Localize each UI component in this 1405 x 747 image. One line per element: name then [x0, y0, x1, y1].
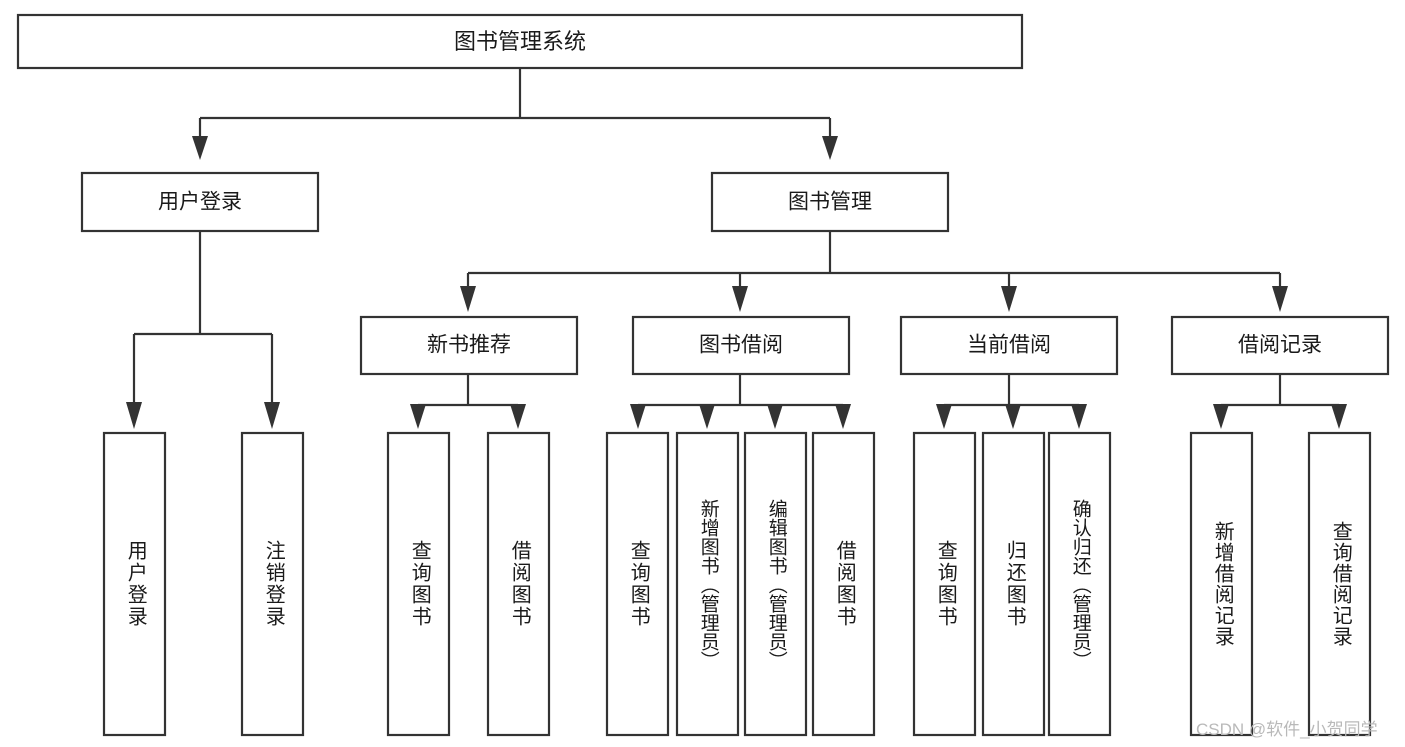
node-new-book-recommend-box[interactable] — [359, 315, 579, 376]
arrow-book-borrow-leaf-3 — [767, 404, 783, 429]
node-new-book-recommend[interactable]: 新书推荐 — [359, 315, 579, 376]
node-borrow-record-label: 借阅记录 — [1238, 334, 1322, 357]
arrow-to-borrow-record — [1272, 286, 1288, 312]
node-root-label: 图书管理系统 — [454, 29, 586, 54]
arrow-to-user-login — [192, 136, 208, 160]
leaf-box-book-borrow-3[interactable] — [743, 431, 808, 737]
node-current-borrow[interactable]: 当前借阅 — [899, 315, 1119, 376]
node-book-borrow-label: 图书借阅 — [699, 334, 783, 357]
node-book-borrow-box[interactable] — [631, 315, 851, 376]
connector-group-book-borrow — [630, 374, 851, 429]
node-current-borrow-label: 当前借阅 — [967, 334, 1051, 357]
leaf-box-borrow-record-2[interactable] — [1307, 431, 1372, 737]
node-book-management[interactable]: 图书管理 — [710, 171, 950, 233]
connector-group-root — [192, 68, 838, 160]
leaf-box-book-borrow-4[interactable] — [811, 431, 876, 737]
csdn-watermark: CSDN @软件_小贺同学 — [1196, 720, 1378, 739]
node-new-book-recommend-label: 新书推荐 — [427, 334, 511, 357]
arrow-new-book-leaf-2 — [510, 404, 526, 429]
leaf-box-current-borrow-2[interactable] — [981, 431, 1046, 737]
arrow-book-borrow-leaf-4 — [835, 404, 851, 429]
arrow-borrow-record-leaf-1 — [1213, 404, 1229, 429]
arrow-new-book-leaf-1 — [410, 404, 426, 429]
arrow-user-login-leaf-1 — [126, 402, 142, 429]
arrow-current-borrow-leaf-2 — [1005, 404, 1021, 429]
leaf-box-book-borrow-2[interactable] — [675, 431, 740, 737]
leaf-box-current-borrow-3[interactable] — [1047, 431, 1112, 737]
arrow-book-borrow-leaf-2 — [699, 404, 715, 429]
leaf-box-current-borrow-1[interactable] — [912, 431, 977, 737]
arrow-to-current-borrow — [1001, 286, 1017, 312]
node-user-login-label: 用户登录 — [158, 191, 242, 214]
leaf-box-new-book-2[interactable] — [486, 431, 551, 737]
arrow-user-login-leaf-2 — [264, 402, 280, 429]
arrow-current-borrow-leaf-3 — [1071, 404, 1087, 429]
node-root[interactable]: 图书管理系统 — [16, 13, 1024, 70]
node-user-login[interactable]: 用户登录 — [80, 171, 320, 233]
node-book-management-box[interactable] — [710, 171, 950, 233]
leaf-box-user-login-1[interactable] — [102, 431, 167, 737]
arrow-book-borrow-leaf-1 — [630, 404, 646, 429]
leaf-box-user-login-2[interactable] — [240, 431, 305, 737]
connector-group-new-book — [410, 374, 526, 429]
node-book-management-label: 图书管理 — [788, 191, 872, 214]
connector-group-book-mgmt — [460, 231, 1288, 312]
node-current-borrow-box[interactable] — [899, 315, 1119, 376]
leaf-box-book-borrow-1[interactable] — [605, 431, 670, 737]
arrow-to-new-book — [460, 286, 476, 312]
arrow-to-book-mgmt — [822, 136, 838, 160]
arrow-current-borrow-leaf-1 — [936, 404, 952, 429]
connector-group-user-login — [126, 231, 280, 429]
node-book-borrow[interactable]: 图书借阅 — [631, 315, 851, 376]
connector-group-current-borrow — [936, 374, 1087, 429]
node-user-login-box[interactable] — [80, 171, 320, 233]
leaf-box-borrow-record-1[interactable] — [1189, 431, 1254, 737]
connector-group-borrow-record — [1213, 374, 1347, 429]
leaf-box-new-book-1[interactable] — [386, 431, 451, 737]
node-root-box[interactable] — [16, 13, 1024, 70]
node-borrow-record[interactable]: 借阅记录 — [1170, 315, 1390, 376]
arrow-borrow-record-leaf-2 — [1331, 404, 1347, 429]
arrow-to-book-borrow — [732, 286, 748, 312]
node-borrow-record-box[interactable] — [1170, 315, 1390, 376]
